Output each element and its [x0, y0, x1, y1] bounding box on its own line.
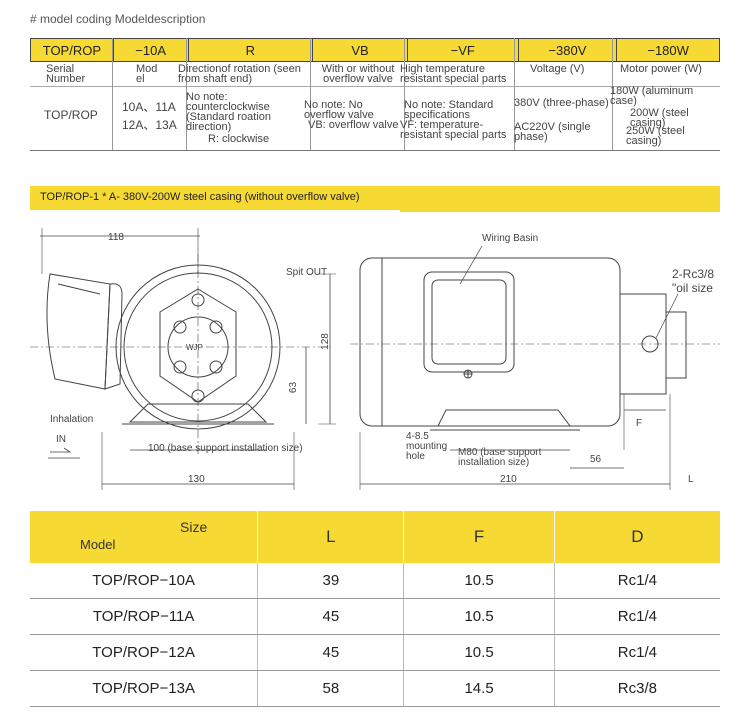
voltage-single-phase: AC220V (single phase) — [514, 121, 591, 143]
header-l: L — [257, 511, 405, 563]
rotation-default: No note: counterclockwise (Standard roat… — [186, 91, 271, 133]
label-wiring-basin: Wiring Basin — [482, 233, 539, 244]
dim-118: 118 — [108, 232, 124, 243]
desc-voltage: Voltage (V) — [530, 63, 585, 75]
d-cell: Rc3/8 — [554, 670, 720, 707]
f-cell: 10.5 — [403, 563, 555, 599]
dim-63: 63 — [288, 381, 300, 394]
label-l: L — [688, 474, 694, 485]
label-in: IN — [56, 434, 66, 445]
d-cell: Rc1/4 — [554, 563, 720, 599]
temp-vf: VF: temperature-resistant special parts — [400, 119, 507, 141]
banner-text: TOP/ROP-1 * A- 380V-200W steel casing (w… — [40, 191, 360, 203]
model-cell: TOP/ROP−12A — [30, 634, 259, 671]
dim-210: 210 — [500, 474, 517, 485]
model-values-b: 12A、13A — [122, 118, 177, 132]
divider — [514, 38, 515, 150]
table-row: TOP/ROP−10A 39 10.5 Rc1/4 — [30, 563, 720, 599]
header-d: D — [554, 511, 720, 563]
model-cell: TOP/ROP−10A — [30, 563, 259, 599]
coding-desc-row — [30, 62, 720, 87]
d-cell: Rc1/4 — [554, 598, 720, 635]
table-row: TOP/ROP−11A 45 10.5 Rc1/4 — [30, 598, 720, 635]
l-cell: 45 — [257, 598, 405, 635]
f-cell: 14.5 — [403, 670, 555, 707]
dim-130: 130 — [188, 474, 205, 485]
label-spit-out: Spit OUT — [286, 267, 328, 278]
model-values-a: 10A、11A — [122, 100, 176, 114]
model-cell: TOP/ROP−13A — [30, 670, 259, 707]
coding-body: Serial Number Mod el Directionof rotatio… — [30, 38, 720, 151]
l-cell: 58 — [257, 670, 405, 707]
pump-drawing-svg — [30, 228, 720, 490]
coding-header-cell: R — [188, 38, 314, 62]
rotation-r: R: clockwise — [208, 133, 270, 145]
power-steel-200: 200W (steel casing) — [630, 107, 689, 129]
dim-128: 128 — [319, 333, 331, 350]
size-label: Size — [180, 519, 208, 535]
desc-temperature: High temperature resistant special parts — [400, 63, 507, 85]
desc-serial: Serial Number — [46, 63, 86, 85]
coding-header-cell: VB — [313, 38, 408, 62]
label-oil-size: 2-Rc3/8 "oil size — [672, 267, 715, 295]
l-cell: 45 — [257, 634, 405, 671]
f-cell: 10.5 — [403, 634, 555, 671]
coding-header-cell: −10A — [113, 38, 189, 62]
dim-56: 56 — [590, 454, 602, 465]
label-inhalation: Inhalation — [50, 414, 94, 425]
serial-value: TOP/ROP — [44, 108, 98, 122]
label-mount-hole: 4-8.5 mounting hole — [406, 431, 448, 462]
valve-default: No note: No overflow valve — [304, 99, 374, 121]
coding-header-cell: −180W — [617, 38, 720, 62]
coding-header-cell: −VF — [407, 38, 519, 62]
label-wjp: WJP — [186, 343, 203, 352]
coding-header-cell: −380V — [518, 38, 618, 62]
desc-valve: With or without overflow valve — [321, 63, 395, 85]
voltage-three-phase: 380V (three-phase) — [514, 97, 609, 109]
temp-default: No note: Standard specifications — [404, 99, 494, 121]
desc-rotation: Directionof rotation (seen from shaft en… — [178, 63, 301, 85]
power-aluminum: 180W (aluminum case) — [610, 85, 694, 107]
desc-power: Motor power (W) — [620, 63, 702, 75]
desc-model: Mod el — [136, 63, 158, 85]
divider — [112, 38, 113, 150]
header-f: F — [403, 511, 555, 563]
f-cell: 10.5 — [403, 598, 555, 635]
model-label: Model — [80, 537, 116, 552]
model-coding-table: TOP/ROP −10A R VB −VF −380V −180W Serial… — [30, 38, 720, 151]
l-cell: 39 — [257, 563, 405, 599]
size-model-header: Size Model — [30, 511, 259, 563]
banner-tail — [400, 206, 720, 212]
power-steel-250: 250W (steel casing) — [626, 125, 685, 147]
label-f: F — [636, 418, 643, 429]
table-row: TOP/ROP−12A 45 10.5 Rc1/4 — [30, 634, 720, 671]
valve-vb: VB: overflow valve — [308, 119, 399, 131]
size-table-header: Size Model L F D — [30, 511, 720, 563]
divider — [612, 38, 613, 150]
d-cell: Rc1/4 — [554, 634, 720, 671]
dim-base-m80: M80 (base support installation size) — [458, 447, 542, 468]
divider — [404, 38, 405, 150]
size-table: Size Model L F D TOP/ROP−10A 39 10.5 Rc1… — [30, 511, 720, 707]
divider — [310, 38, 311, 150]
model-cell: TOP/ROP−11A — [30, 598, 259, 635]
dim-base-100: 100 (base support installation size) — [148, 443, 303, 454]
coding-header-cell: TOP/ROP — [30, 38, 114, 62]
divider — [186, 38, 187, 150]
coding-header-row: TOP/ROP −10A R VB −VF −380V −180W — [30, 38, 720, 62]
table-row: TOP/ROP−13A 58 14.5 Rc3/8 — [30, 670, 720, 707]
section-title: # model coding Modeldescription — [30, 12, 206, 26]
